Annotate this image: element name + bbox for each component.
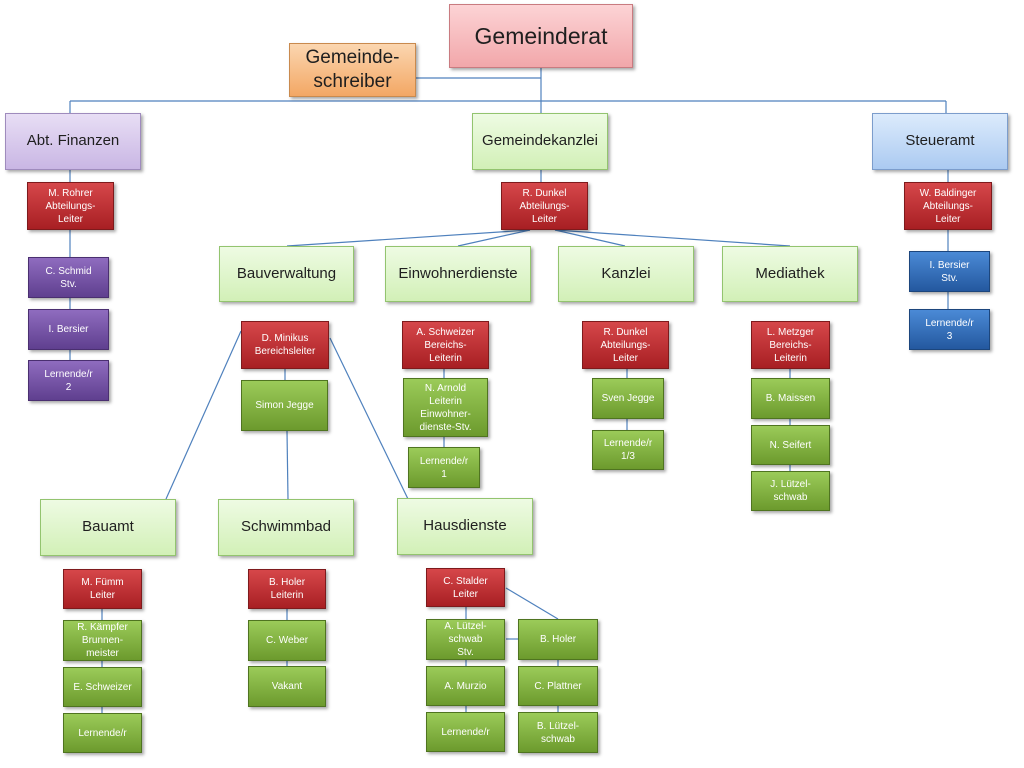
kanzlei-area-staff-1: Sven Jegge: [592, 378, 664, 419]
finanzen-staff-2: I. Bersier: [28, 309, 109, 350]
mediathek-head: L. Metzger Bereichs- Leiterin: [751, 321, 830, 369]
einwohnerdienste-staff-2: Lernende/r 1: [408, 447, 480, 488]
gemeindeschreiber-box: Gemeinde- schreiber: [289, 43, 416, 97]
gemeinderat-box: Gemeinderat: [449, 4, 633, 68]
hausdienste-box: Hausdienste: [397, 498, 533, 555]
steueramt-staff-2: Lernende/r 3: [909, 309, 990, 350]
gemeindekanzlei-box: Gemeindekanzlei: [472, 113, 608, 170]
hausdienste-staff-right-1: B. Holer: [518, 619, 598, 660]
kanzlei-head: R. Dunkel Abteilungs- Leiter: [501, 182, 588, 230]
hausdienste-staff-right-3: B. Lützel- schwab: [518, 712, 598, 753]
steueramt-box: Steueramt: [872, 113, 1008, 170]
schwimmbad-staff-2: Vakant: [248, 666, 326, 707]
schwimmbad-staff-1: C. Weber: [248, 620, 326, 661]
kanzlei-area-head: R. Dunkel Abteilungs- Leiter: [582, 321, 669, 369]
einwohnerdienste-head: A. Schweizer Bereichs- Leiterin: [402, 321, 489, 369]
bauamt-staff-2: E. Schweizer: [63, 667, 142, 707]
schwimmbad-head: B. Holer Leiterin: [248, 569, 326, 609]
finanzen-head: M. Rohrer Abteilungs- Leiter: [27, 182, 114, 230]
bauverwaltung-staff-1: Simon Jegge: [241, 380, 328, 431]
bauamt-head: M. Fümm Leiter: [63, 569, 142, 609]
bauverwaltung-head: D. Minikus Bereichsleiter: [241, 321, 329, 369]
kanzlei-area-box: Kanzlei: [558, 246, 694, 302]
einwohnerdienste-box: Einwohnerdienste: [385, 246, 531, 302]
mediathek-staff-3: J. Lützel- schwab: [751, 471, 830, 511]
finanzen-staff-3: Lernende/r 2: [28, 360, 109, 401]
kanzlei-area-staff-2: Lernende/r 1/3: [592, 430, 664, 470]
bauamt-staff-3: Lernende/r: [63, 713, 142, 753]
hausdienste-staff-left-2: A. Murzio: [426, 666, 505, 706]
bauverwaltung-box: Bauverwaltung: [219, 246, 354, 302]
hausdienste-staff-right-2: C. Plattner: [518, 666, 598, 706]
hausdienste-staff-left-1: A. Lützel- schwab Stv.: [426, 619, 505, 660]
mediathek-box: Mediathek: [722, 246, 858, 302]
mediathek-staff-2: N. Seifert: [751, 425, 830, 465]
einwohnerdienste-staff-1: N. Arnold Leiterin Einwohner- dienste-St…: [403, 378, 488, 437]
steueramt-staff-1: I. Bersier Stv.: [909, 251, 990, 292]
steueramt-head: W. Baldinger Abteilungs- Leiter: [904, 182, 992, 230]
mediathek-staff-1: B. Maissen: [751, 378, 830, 419]
schwimmbad-box: Schwimmbad: [218, 499, 354, 556]
hausdienste-head: C. Stalder Leiter: [426, 568, 505, 607]
bauamt-box: Bauamt: [40, 499, 176, 556]
abt-finanzen-box: Abt. Finanzen: [5, 113, 141, 170]
hausdienste-staff-left-3: Lernende/r: [426, 712, 505, 752]
finanzen-staff-1: C. Schmid Stv.: [28, 257, 109, 298]
bauamt-staff-1: R. Kämpfer Brunnen- meister: [63, 620, 142, 661]
